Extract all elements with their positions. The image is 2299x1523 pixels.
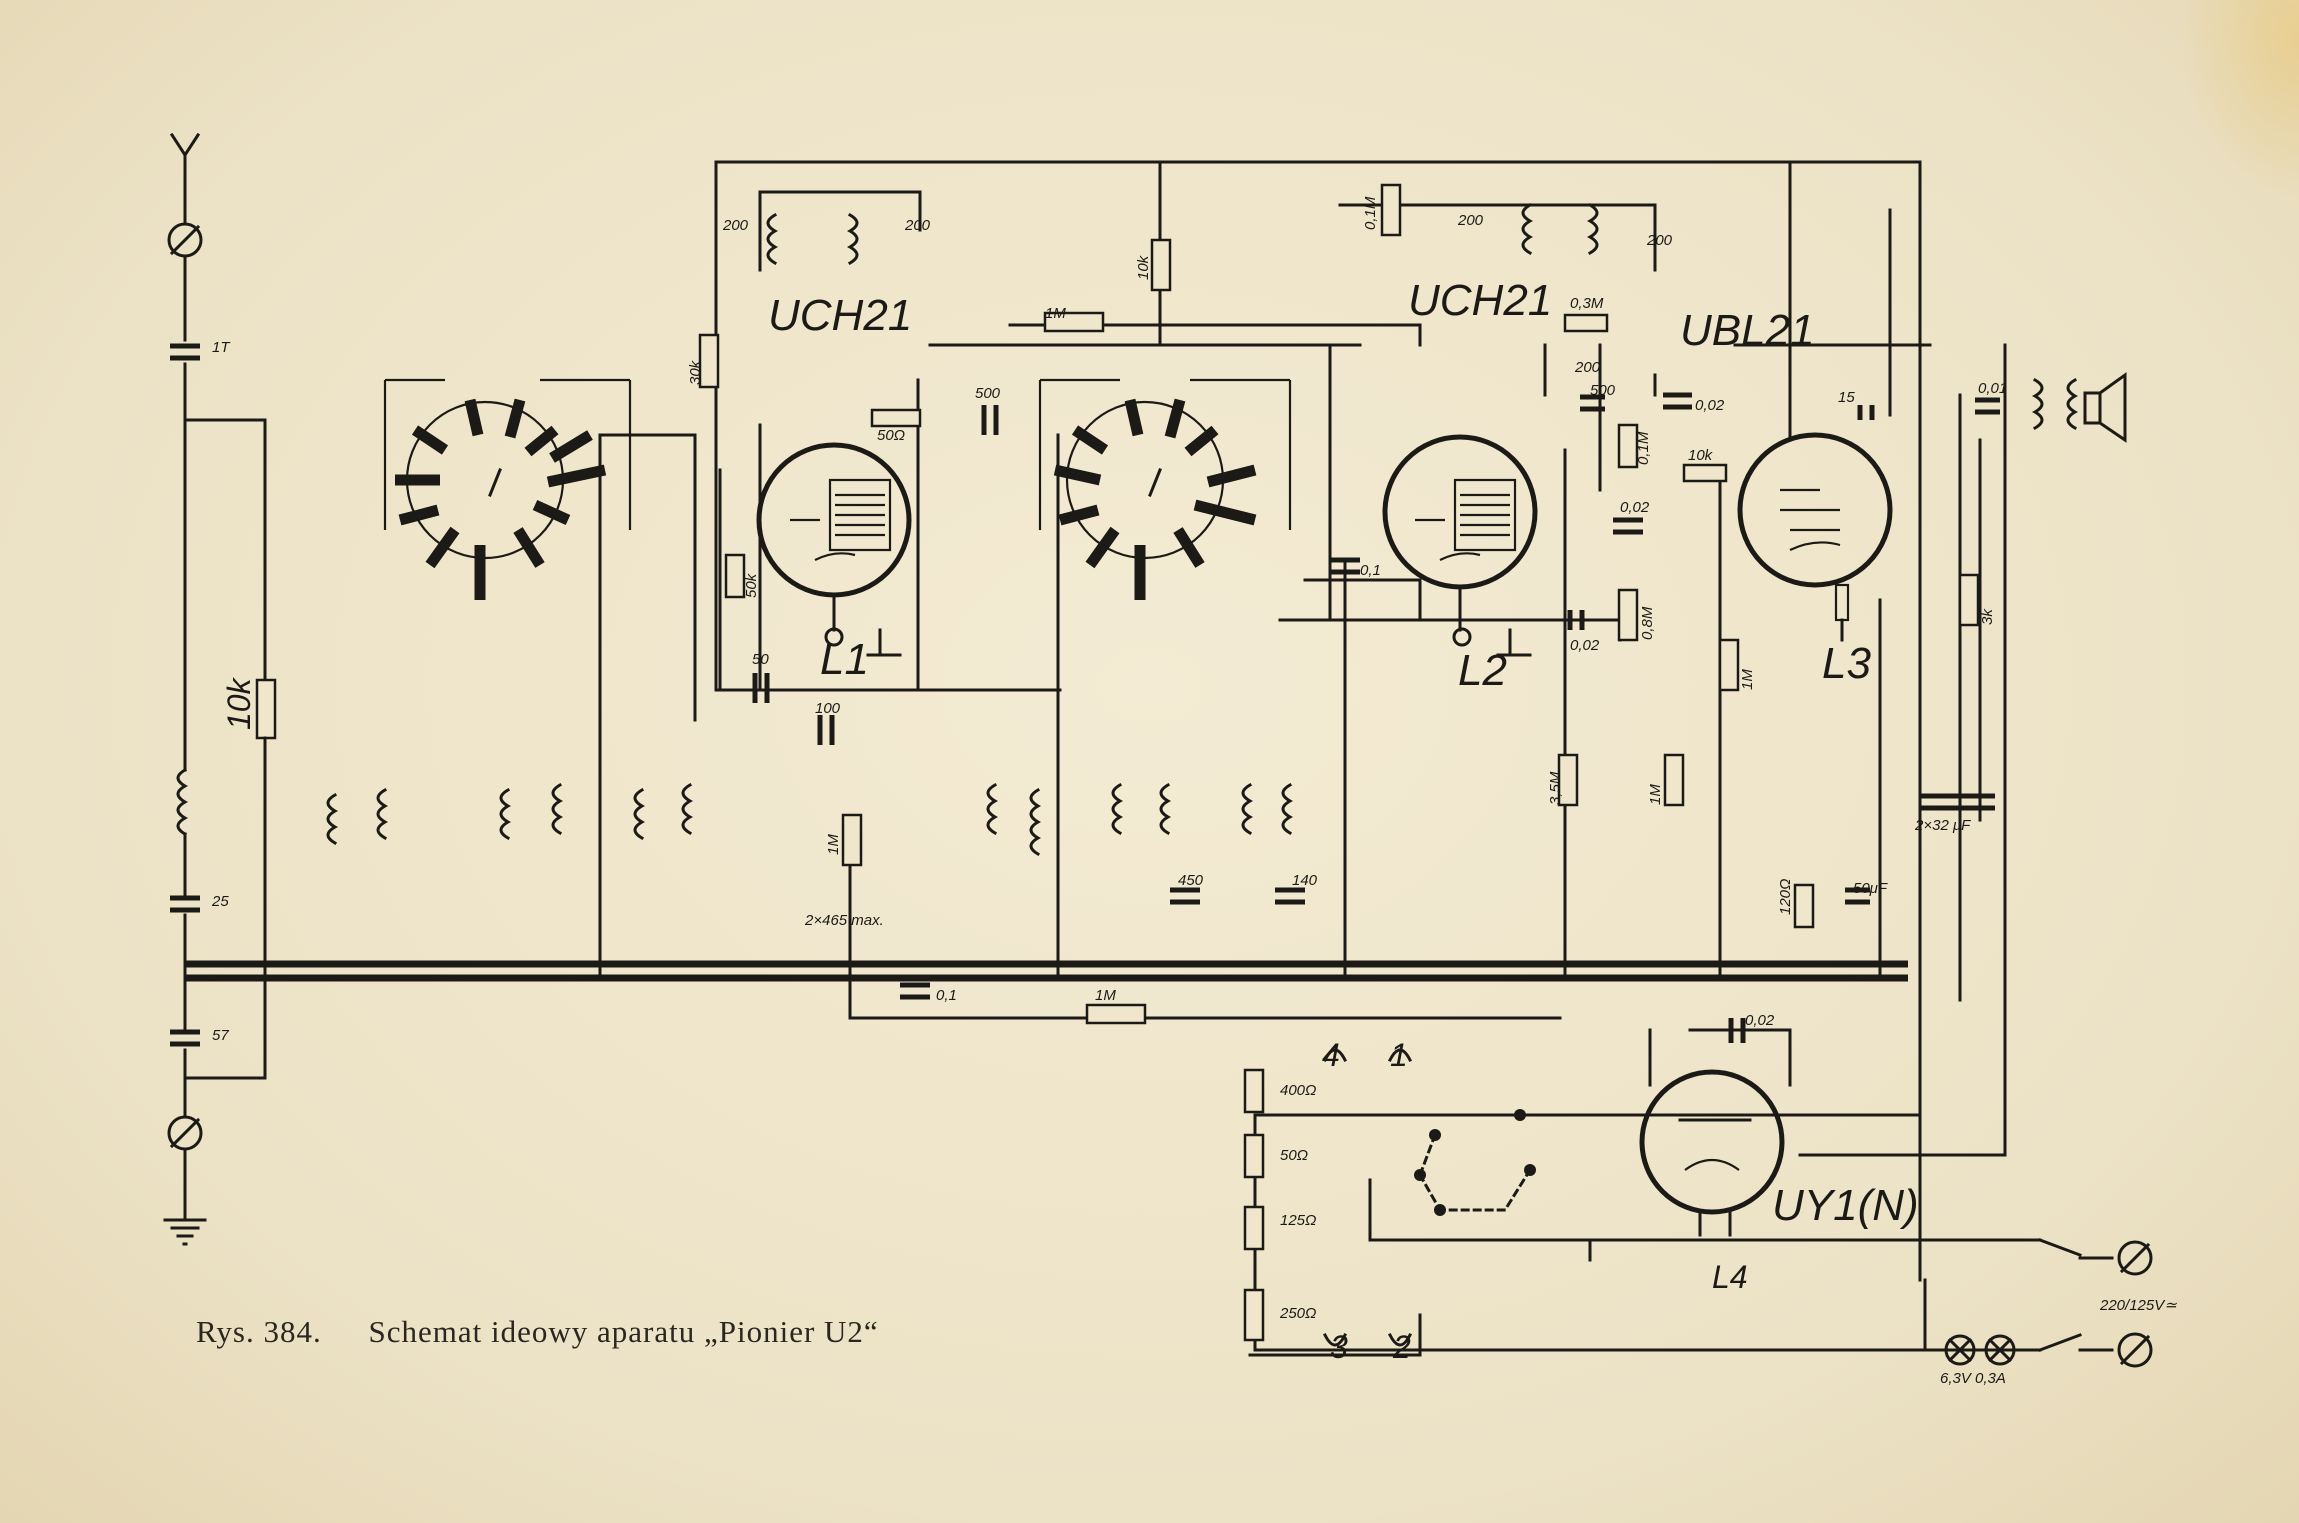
antenna-input: 1T 25 57 10k (163, 132, 277, 1246)
label-pot08m: 0,8M (1639, 606, 1656, 640)
speaker (2083, 372, 2127, 443)
coils (326, 202, 2079, 857)
label-c200d: 200 (1646, 232, 1673, 249)
label-c001: 0,01 (1978, 380, 2007, 397)
label-r50k: 50k (743, 572, 760, 598)
c-ant2-label: 25 (211, 893, 229, 910)
label-r1m-d: 1M (1647, 784, 1664, 805)
label-r1m-a: 1M (825, 834, 842, 855)
label-c50: 50 (752, 651, 769, 668)
label-r1m-c: 1M (1739, 669, 1756, 690)
figure-title: Schemat ideowy aparatu „Pionier U2“ (368, 1314, 879, 1349)
label-c200e: 200 (1574, 359, 1601, 376)
resistors (698, 183, 1980, 1342)
label-c2x32: 2×32 μF (1914, 817, 1971, 834)
label-c200a: 200 (722, 217, 749, 234)
label-gang: 2×465 max. (804, 912, 884, 929)
figure-caption: Rys. 384. Schemat ideowy aparatu „Pionie… (196, 1314, 917, 1350)
tube-l4: UY1(N) L4 (1639, 1069, 1919, 1295)
label-r03m: 0,3M (1570, 295, 1604, 312)
label-c200b: 200 (904, 217, 931, 234)
label-r50ohm: 50Ω (877, 427, 905, 444)
terminal-3: 3 (1330, 1329, 1348, 1365)
label-c01a: 0,1 (936, 987, 957, 1004)
c-ant1-label: 1T (212, 339, 231, 356)
label-r250: 250Ω (1279, 1305, 1316, 1322)
label-c15: 15 (1838, 389, 1855, 406)
tube-l2: L2 UCH21 (1382, 276, 1552, 695)
c-ant3-label: 57 (212, 1027, 229, 1044)
mains-terminals (2117, 1240, 2153, 1368)
label-c01b: 0,1 (1360, 562, 1381, 579)
label-c500a: 500 (975, 385, 1001, 402)
label-r30k: 30k (687, 359, 704, 385)
label-c002d: 0,02 (1745, 1012, 1775, 1029)
label-c200c: 200 (1457, 212, 1484, 229)
label-c002a: 0,02 (1620, 499, 1650, 516)
terminal-1: 1 (1390, 1037, 1408, 1073)
wavechange-switch-1 (383, 378, 632, 600)
wiring (598, 160, 2114, 1357)
label-r01m-a: 0,1M (1362, 196, 1379, 230)
label-r01m-b: 0,1M (1635, 431, 1652, 465)
label-c50uf: 50μF (1853, 880, 1888, 897)
tube-l3: L3 UBL21 (1680, 306, 1893, 688)
label-r50: 50Ω (1280, 1147, 1308, 1164)
label-r10k-mid: 10k (1135, 254, 1152, 280)
label-mains: 220/125V≃ (2099, 1297, 2177, 1314)
figure-number: Rys. 384. (196, 1314, 322, 1349)
label-r35m: 3,5M (1547, 771, 1564, 805)
label-c002c: 0,02 (1695, 397, 1725, 414)
label-r10k-b: 10k (1688, 447, 1714, 464)
terminal-2: 2 (1392, 1329, 1411, 1365)
label-r1m-bot: 1M (1095, 987, 1116, 1004)
terminal-4: 4 (1322, 1037, 1340, 1073)
label-r400: 400Ω (1280, 1082, 1316, 1099)
label-lamp: 6,3V 0,3A (1940, 1370, 2006, 1387)
l2-label: L2 (1458, 646, 1507, 695)
voltage-selector: 4 1 3 2 (1322, 1037, 1536, 1365)
l3-label: L3 (1822, 639, 1871, 688)
uch21-b-label: UCH21 (1408, 276, 1552, 325)
pilot-lamps (1944, 1334, 2016, 1366)
r-ant-label: 10k (221, 676, 257, 730)
value-labels: 200 200 200 200 1M 10k 30k 500 50Ω 50k 5… (687, 196, 2177, 1387)
label-r120: 120Ω (1777, 879, 1794, 915)
uch21-a-label: UCH21 (768, 291, 912, 340)
label-c450: 450 (1178, 872, 1204, 889)
ubl21-label: UBL21 (1680, 306, 1815, 355)
l4-label: L4 (1712, 1259, 1748, 1295)
label-c500b: 500 (1590, 382, 1616, 399)
wavechange-switch-2 (1038, 378, 1292, 600)
label-r1m-top: 1M (1045, 305, 1066, 322)
uy1-label: UY1(N) (1772, 1181, 1919, 1230)
label-c100: 100 (815, 700, 841, 717)
tube-l1: L1 UCH21 (756, 291, 912, 684)
capacitors (752, 392, 2000, 1043)
label-c140: 140 (1292, 872, 1318, 889)
label-r3k: 3k (1979, 608, 1996, 625)
label-c002b: 0,02 (1570, 637, 1600, 654)
label-r125: 125Ω (1280, 1212, 1316, 1229)
l1-label: L1 (820, 635, 869, 684)
paper-stain (2179, 0, 2299, 200)
